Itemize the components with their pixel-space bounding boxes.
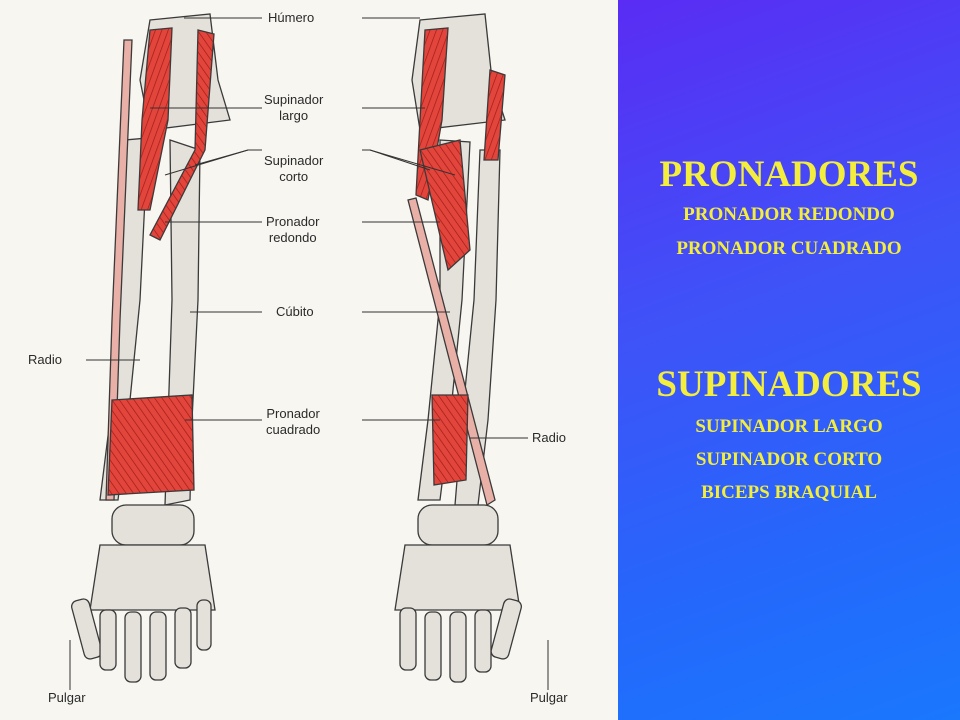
label-supinador-largo-text: Supinador largo xyxy=(264,92,324,123)
label-humero: Húmero xyxy=(268,10,315,25)
left-pronador-cuadrado-muscle xyxy=(107,394,195,496)
left-forearm xyxy=(71,13,231,683)
left-supinador-largo-muscle xyxy=(137,27,173,211)
label-cubito: Cúbito xyxy=(276,304,314,319)
label-pulgar-right: Pulgar xyxy=(530,690,568,705)
label-pronador-redondo-text: Pronador redondo xyxy=(266,214,320,245)
left-hand-bones xyxy=(71,504,216,683)
label-pronador-cuadrado: Pronador cuadrado xyxy=(266,406,320,438)
text-panel: PRONADORES PRONADOR REDONDO PRONADOR CUA… xyxy=(618,0,960,720)
label-pronador-cuadrado-text: Pronador cuadrado xyxy=(266,406,321,437)
left-thin-tendon xyxy=(105,39,133,501)
label-supinador-corto-text: Supinador corto xyxy=(264,153,324,184)
right-forearm xyxy=(394,13,522,683)
supinadores-item-2: SUPINADOR CORTO xyxy=(695,449,883,470)
left-muscle-strip xyxy=(149,29,215,241)
supinadores-item-3: BICEPS BRAQUIAL xyxy=(701,482,877,503)
pronadores-item-2: PRONADOR CUADRADO xyxy=(676,238,902,259)
leader-lines xyxy=(69,17,549,690)
right-muscle-strip xyxy=(483,69,506,161)
label-supinador-largo: Supinador largo xyxy=(264,92,323,124)
forearm-drawing xyxy=(69,13,549,690)
right-supinador-corto-muscle xyxy=(419,139,471,272)
label-radio-left: Radio xyxy=(28,352,62,367)
right-pronador-cuadrado-muscle xyxy=(431,394,469,486)
label-pronador-redondo: Pronador redondo xyxy=(266,214,319,246)
pronadores-heading: PRONADORES xyxy=(659,154,919,195)
supinadores-heading: SUPINADORES xyxy=(656,364,922,405)
pronadores-item-1: PRONADOR REDONDO xyxy=(683,204,895,225)
forearm-illustration: Húmero Supinador largo Supinador corto P… xyxy=(0,0,618,720)
right-hand-bones xyxy=(394,504,522,683)
label-supinador-corto: Supinador corto xyxy=(264,153,323,185)
label-pulgar-left: Pulgar xyxy=(48,690,86,705)
supinadores-item-1: SUPINADOR LARGO xyxy=(695,416,883,437)
label-radio-right: Radio xyxy=(532,430,566,445)
